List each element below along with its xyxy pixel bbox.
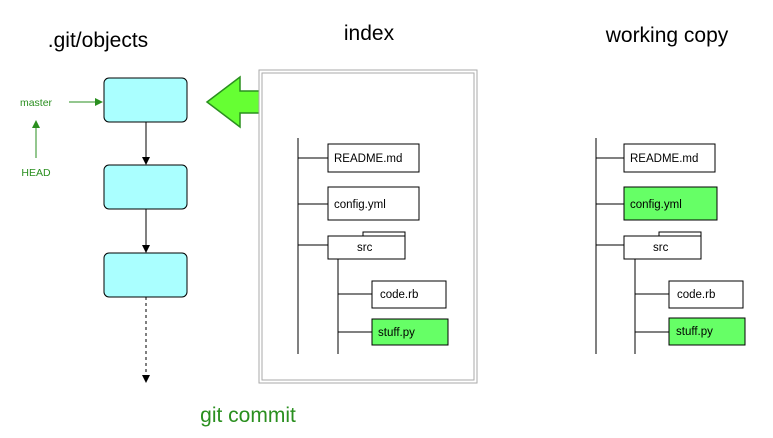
index-file-readme [327, 143, 420, 173]
working-copy-heading: working copy [605, 24, 729, 47]
command-caption: git commit [200, 404, 296, 427]
objects-heading: .git/objects [48, 29, 148, 52]
working-folder-src-label: src [653, 242, 669, 254]
working-file-readme-label: README.md [630, 153, 698, 165]
master-label: master [20, 97, 53, 109]
commit-node-grandparent [103, 252, 188, 298]
working-file-code-label: code.rb [677, 289, 715, 301]
index-file-code [371, 280, 447, 309]
index-file-config-label: config.yml [334, 199, 386, 211]
index-file-config [327, 186, 420, 221]
commit-node-parent [103, 164, 188, 210]
index-file-stuff [371, 318, 449, 346]
commit-chain [103, 77, 188, 383]
index-file-code-label: code.rb [380, 289, 418, 301]
commit-node-head [103, 77, 188, 123]
working-file-readme [623, 143, 716, 173]
head-label: HEAD [21, 167, 51, 179]
working-file-config [623, 186, 718, 221]
working-file-stuff [668, 317, 746, 346]
index-file-stuff-label: stuff.py [378, 327, 415, 339]
index-frame-inner [261, 72, 475, 381]
index-heading: index [344, 22, 395, 45]
index-panel: README.md config.yml src code.rb stuff.p… [258, 69, 478, 384]
working-file-code [668, 280, 744, 309]
working-file-stuff-label: stuff.py [676, 326, 713, 338]
working-file-config-label: config.yml [630, 199, 682, 211]
working-copy-panel: README.md config.yml src code.rb stuff.p… [595, 138, 746, 354]
index-file-readme-label: README.md [334, 153, 402, 165]
index-folder-src-icon [327, 231, 406, 260]
index-folder-src-label: src [357, 242, 373, 254]
working-folder-src-icon [623, 231, 702, 260]
